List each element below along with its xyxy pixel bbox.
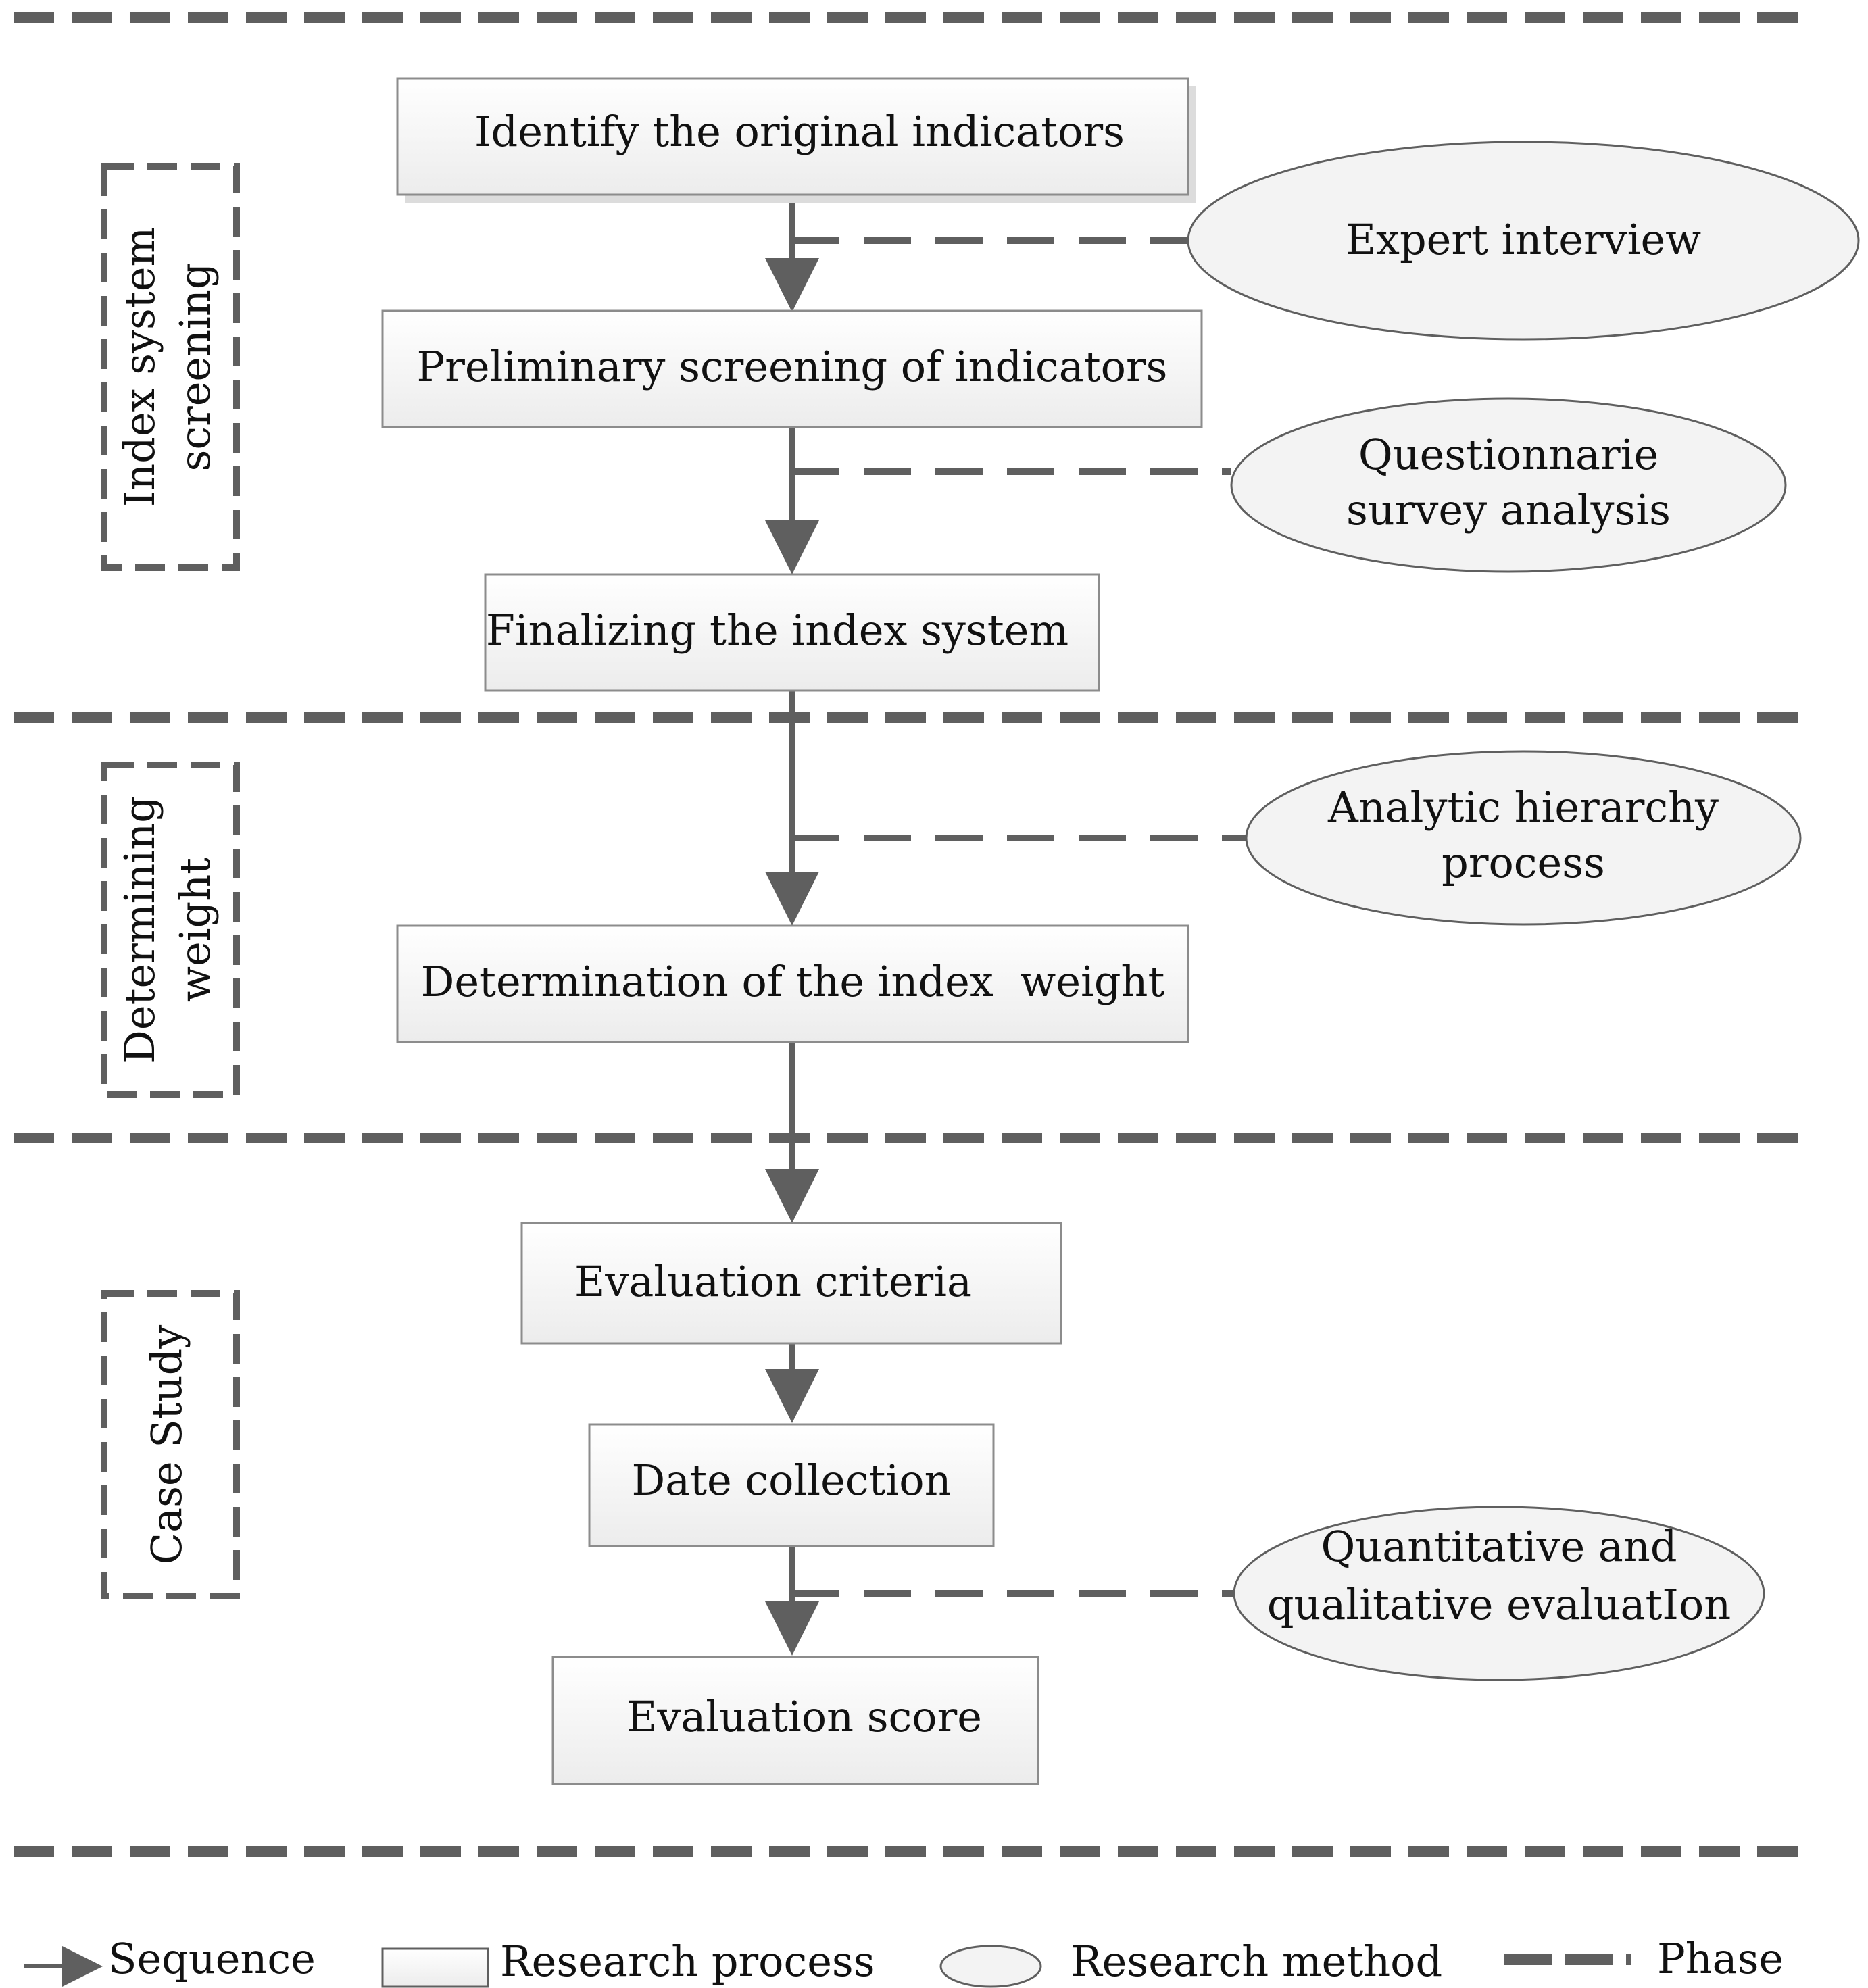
method-ellipse-evaluation xyxy=(1233,1506,1765,1681)
phase-box-weight xyxy=(101,762,240,1098)
process-text-criteria: Evaluation criteria xyxy=(574,1257,972,1306)
phase-label-case: Case Study xyxy=(142,1325,191,1565)
legend: Sequence Research process Research metho… xyxy=(24,1934,1784,1988)
method-text-questionnaire-line1: Questionnarie xyxy=(1358,430,1658,479)
process-box-identify xyxy=(396,77,1189,196)
process-box-finalizing xyxy=(484,573,1100,692)
legend-research-process-box-icon xyxy=(381,1947,489,1988)
method-text-evaluation-line2: qualitative evaluatIon xyxy=(1267,1580,1731,1629)
phase-label-weight-line2: weight xyxy=(170,858,220,1002)
process-box-preliminary xyxy=(381,309,1203,428)
legend-research-method-label: Research method xyxy=(1071,1937,1442,1986)
phase-box-index xyxy=(101,163,240,571)
phase-box-case xyxy=(101,1290,240,1599)
method-text-expert: Expert interview xyxy=(1346,215,1702,264)
phase-label-index-line1: Index system xyxy=(115,227,164,507)
method-ellipse-expert xyxy=(1187,141,1860,341)
method-text-ahp-line1: Analytic hierarchy xyxy=(1327,782,1719,832)
method-text-questionnaire-line2: survey analysis xyxy=(1346,485,1671,535)
legend-research-method-ellipse-icon xyxy=(939,1945,1042,1988)
process-text-preliminary: Preliminary screening of indicators xyxy=(417,342,1168,391)
legend-sequence-label: Sequence xyxy=(108,1934,316,1983)
process-text-finalizing: Finalizing the index system xyxy=(486,605,1068,655)
method-text-evaluation-line1: Quantitative and xyxy=(1321,1522,1677,1571)
phase-label-index-line2: screening xyxy=(170,263,220,472)
legend-phase-label: Phase xyxy=(1657,1934,1784,1983)
legend-research-process-label: Research process xyxy=(500,1937,875,1986)
process-text-identify: Identify the original indicators xyxy=(474,107,1125,156)
process-box-criteria xyxy=(520,1222,1062,1345)
method-text-ahp-line2: process xyxy=(1442,838,1605,887)
process-text-score: Evaluation score xyxy=(626,1692,982,1741)
process-box-collection xyxy=(588,1423,995,1547)
process-box-weight xyxy=(396,924,1189,1043)
process-text-weight: Determination of the index weight xyxy=(421,957,1165,1006)
process-box-score xyxy=(551,1656,1039,1785)
method-ellipse-questionnaire xyxy=(1230,397,1787,573)
phase-label-weight-line1: Determining xyxy=(115,796,164,1064)
process-text-collection: Date collection xyxy=(631,1456,951,1505)
method-ellipse-ahp xyxy=(1245,750,1802,926)
